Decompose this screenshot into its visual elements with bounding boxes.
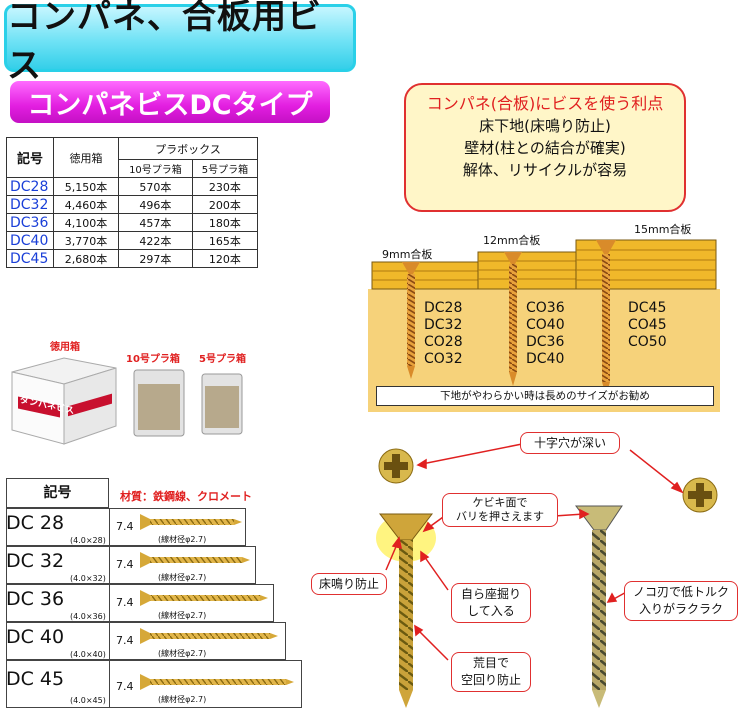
benefit-item: 解体、リサイクルが容易 <box>462 161 628 179</box>
benefits-title: コンパネ(合板)にビスを使う利点 <box>426 94 664 113</box>
board-12mm <box>477 251 577 290</box>
product-photos <box>11 357 243 445</box>
page-title: コンパネ、合板用ビス <box>7 0 322 86</box>
screw-1 <box>402 262 420 379</box>
col-pla10: 10号プラ箱 <box>118 159 193 178</box>
screw-dc32-image <box>140 552 250 568</box>
screw-2 <box>504 252 522 386</box>
col-box: 徳用箱 <box>53 137 119 178</box>
spec-size: (4.0×28) <box>70 536 106 545</box>
photo-label: 10号プラ箱 <box>126 354 180 365</box>
callout-deep-cross: 十字穴が深い <box>520 432 620 454</box>
spec-header: 記号 <box>6 478 109 508</box>
head-diameter: 7.4 <box>116 634 134 647</box>
spec-size: (4.0×45) <box>70 696 106 705</box>
spec-size: (4.0×40) <box>70 650 106 659</box>
wire-diameter: (線材径φ2.7) <box>158 535 207 544</box>
photo-label: 徳用箱 <box>50 342 80 353</box>
screw-side-right <box>575 505 623 708</box>
title-banner: コンパネ、合板用ビス <box>4 0 356 86</box>
screw-dc40-image <box>140 628 278 644</box>
spec-row <box>6 508 246 546</box>
product-type-title: コンパネビスDCタイプ <box>27 89 313 121</box>
callout-squeak: 床鳴り防止 <box>311 573 387 595</box>
spec-size: (4.0×32) <box>70 574 106 583</box>
benefit-item: 壁材(柱との結合が確実) <box>464 139 626 157</box>
spec-size: (4.0×36) <box>70 612 106 621</box>
col-code: 記号 <box>6 137 54 178</box>
callout-self-ream: 自ら座掘りして入る <box>451 583 531 623</box>
wire-diameter: (線材径φ2.7) <box>158 649 207 658</box>
head-diameter: 7.4 <box>116 680 134 693</box>
subtitle-banner: コンパネビスDCタイプ <box>10 81 330 123</box>
spec-row <box>6 546 256 584</box>
spec-code: DC 40 <box>6 626 65 648</box>
screw-dc45-image <box>140 674 294 690</box>
screw-head-top-left <box>378 448 414 484</box>
callout-kebiki: ケビキ面でバリを押さえます <box>442 493 558 527</box>
spec-code: DC 45 <box>6 668 65 690</box>
screw-head-top-right <box>682 477 718 513</box>
wire-diameter: (線材径φ2.7) <box>158 573 207 582</box>
screw-side-left <box>378 513 434 708</box>
callout-saw: ノコ刃で低トルク入りがラクラク <box>624 581 738 621</box>
head-diameter: 7.4 <box>116 520 134 533</box>
spec-code: DC 28 <box>6 512 65 534</box>
divider <box>109 508 110 708</box>
wire-diameter: (線材径φ2.7) <box>158 695 207 704</box>
head-diameter: 7.4 <box>116 558 134 571</box>
screw-dc28-image <box>140 514 242 530</box>
soft-substrate-note: 下地がやわらかい時は長めのサイズがお勧め <box>376 386 714 406</box>
photo-label: 5号プラ箱 <box>199 354 246 365</box>
spec-screw-images <box>140 514 294 690</box>
benefit-item: 床下地(床鳴り防止) <box>479 117 611 135</box>
wire-diameter: (線材径φ2.7) <box>158 611 207 620</box>
board-15mm <box>575 239 717 290</box>
board-9mm <box>371 261 479 290</box>
spec-code: DC 32 <box>6 550 65 572</box>
spec-code: DC 36 <box>6 588 65 610</box>
callout-coarse: 荒目で空回り防止 <box>451 652 531 692</box>
board-label: 15mm合板 <box>634 223 692 236</box>
callout-arrows <box>385 443 684 661</box>
board-label: 12mm合板 <box>483 234 541 247</box>
col-pla5: 5号プラ箱 <box>191 159 259 178</box>
board-label: 9mm合板 <box>382 248 433 261</box>
head-diameter: 7.4 <box>116 596 134 609</box>
screw-closeup <box>376 443 718 708</box>
benefits-box: コンパネ(合板)にビスを使う利点 床下地(床鳴り防止) 壁材(柱との結合が確実)… <box>404 83 686 212</box>
col-pla: プラボックス <box>118 137 258 160</box>
material-label: 材質：鉄鋼線、クロメート <box>120 490 252 503</box>
screw-dc36-image <box>140 590 268 606</box>
